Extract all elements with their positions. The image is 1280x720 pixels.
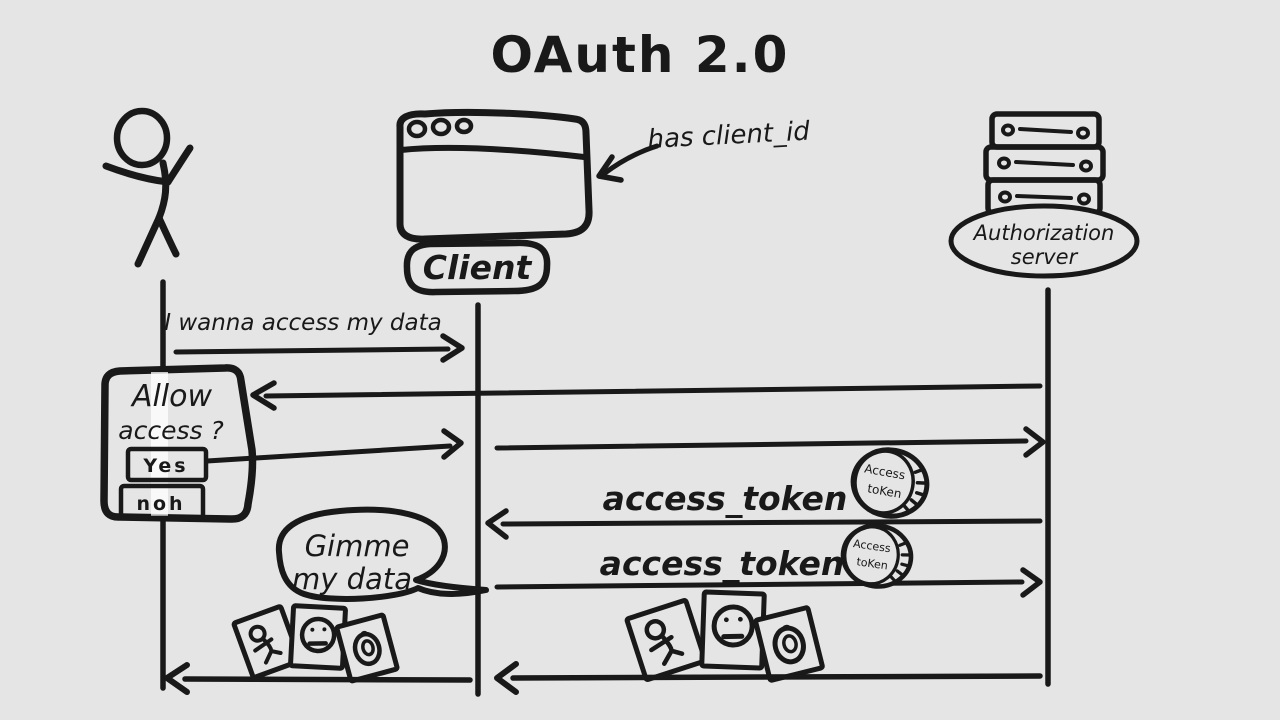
yes-button: Yes [125, 446, 209, 483]
server-slab [983, 144, 1106, 183]
user-actor [102, 107, 194, 268]
face-photo-icon [699, 589, 767, 671]
svg-text:server: server [1011, 245, 1079, 269]
access-token-coin-1: Access toKen [850, 447, 930, 519]
access-token-coin-2: Access toKen [840, 523, 914, 589]
donut-photo-icon [334, 612, 400, 684]
msg-1-request-arrow [173, 333, 465, 363]
window-dot-icon [406, 119, 428, 139]
no-button: noh [118, 483, 206, 521]
coin-1-label-line2: toKen [866, 481, 902, 501]
msg-6-data-arrow-left [164, 662, 473, 695]
msg-4-arrow [485, 508, 1043, 540]
yes-button-label: Yes [142, 455, 188, 477]
bubble-line1: Gimme [305, 529, 410, 563]
server-slab [989, 111, 1102, 150]
note-arrow [596, 143, 660, 183]
auth-server-label: Authorization server [948, 203, 1140, 279]
msg-1-label: I wanna access my data [164, 310, 442, 336]
client-id-note: has client_id [596, 117, 811, 183]
coin-2-label-line2: toKen [856, 555, 889, 572]
msg-4-label: access_token [603, 479, 848, 518]
auth-server-actor [983, 111, 1106, 216]
page-title: OAuth 2.0 [491, 26, 790, 84]
person-photo-icon [624, 598, 708, 682]
allow-access-dialog: Allow access ? Yes noh [100, 364, 257, 523]
svg-text:Authorization: Authorization [972, 221, 1115, 245]
msg-3-consent-arrow [204, 426, 1046, 464]
coin-2-label-line1: Access [852, 537, 891, 555]
no-button-label: noh [136, 493, 185, 515]
msg-5-label: access_token [600, 544, 845, 583]
photos-left [231, 603, 400, 684]
msg-2-arrow [250, 380, 1043, 411]
bubble-line2: my data [292, 562, 412, 596]
photos-right [624, 589, 825, 683]
svg-text:has client_id: has client_id [647, 117, 811, 155]
window-dot-icon [454, 117, 474, 135]
speech-bubble: Gimme my data [275, 506, 489, 602]
svg-text:Client: Client [423, 248, 533, 287]
dialog-prompt-line2: access ? [118, 416, 223, 445]
client-window [396, 108, 593, 243]
titlebar-divider [398, 144, 587, 160]
msg-6-data-arrow-right [494, 661, 1043, 695]
donut-photo-icon [753, 605, 825, 683]
window-dot-icon [430, 117, 452, 137]
client-label: Client [403, 239, 551, 296]
msg-5-arrow [494, 567, 1043, 598]
dialog-prompt-line1: Allow [130, 379, 213, 414]
